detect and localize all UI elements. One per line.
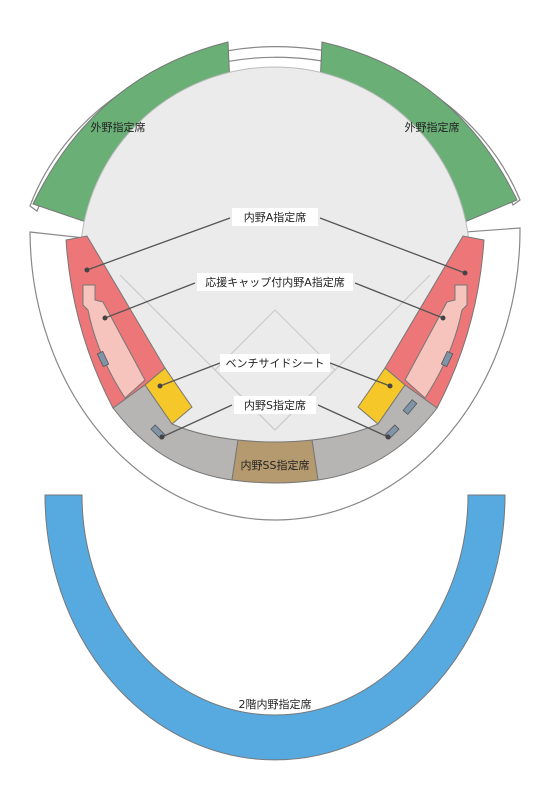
outfield-right-label: 外野指定席 [405, 120, 460, 134]
bench-side-label: ベンチサイドシート [226, 357, 325, 370]
cheer-cap-label-bg [197, 273, 353, 291]
leader-dots [84, 267, 468, 440]
cheer-cap-left-section[interactable] [82, 284, 146, 399]
cheer-cap-right-section[interactable] [404, 284, 468, 399]
cheer-cap-label: 応援キャップ付内野A指定席 [205, 275, 345, 289]
second-floor-label: 2階内野指定席 [239, 697, 312, 711]
infield-a-label: 内野A指定席 [244, 210, 307, 224]
infield-s-label-bg [234, 396, 316, 414]
infield-ss-section[interactable] [231, 439, 319, 484]
infield-a-label-bg [232, 208, 318, 226]
leader-lines [86, 217, 466, 438]
bench-side-label-bg [220, 354, 330, 372]
second-floor-section[interactable] [44, 494, 506, 761]
outfield-left-label: 外野指定席 [91, 120, 146, 134]
infield-s-label: 内野S指定席 [244, 398, 306, 412]
infield-ss-label: 内野SS指定席 [241, 458, 310, 472]
